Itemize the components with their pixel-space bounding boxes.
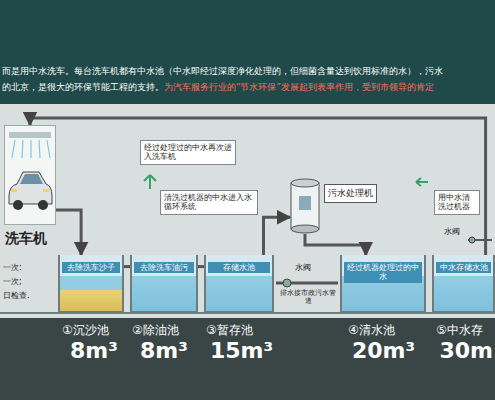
water-pipe: [305, 234, 366, 255]
water-tank: 去除洗车油污: [130, 255, 198, 313]
tank-name: ②除油池: [132, 322, 179, 339]
valve-label: 水阀: [295, 262, 311, 273]
water-pipe: [30, 118, 486, 255]
bottom-band: [0, 318, 495, 400]
tank-caption: 去除洗车油污: [134, 262, 194, 273]
tank-name: ⑤中水存: [436, 322, 483, 339]
flow-arrow: [416, 178, 428, 186]
maintenance-note: 日检查.: [3, 290, 30, 301]
diagram-panel: [0, 104, 495, 318]
water-tank: 中水存储水池: [432, 255, 495, 313]
car-illustration: [5, 126, 55, 224]
callout-note: 经过处理过的中水再次进入洗车机: [140, 140, 236, 165]
maintenance-note: 一次;: [3, 276, 22, 287]
tank-volume: 8m³: [70, 338, 118, 363]
valve-symbol: [469, 237, 475, 243]
valve-label: 水阀: [444, 226, 460, 237]
water-tank: 去除洗车沙子: [58, 255, 124, 313]
intro-text: 而是用中水洗车。每台洗车机都有中水池（中水即经过深度净化处理的，但细菌含量达到饮…: [2, 66, 443, 78]
flow-arrow: [144, 175, 156, 189]
callout-note: 用中水清洗过机器: [434, 190, 480, 215]
water-tank: 存储水池: [204, 255, 274, 313]
callout-note: 清洗过机器的中水进入水循环系统: [160, 190, 258, 215]
maintenance-note: 一次:: [3, 262, 22, 273]
tank-name: ①沉沙池: [62, 322, 109, 339]
intro-text: 的北京，是很大的环保节能工程的支持。: [2, 82, 164, 94]
intro-text-highlight: 为汽车服务行业的“节水环保”发展起到表率作用，受到市领导的肯定: [164, 82, 434, 94]
machine-label: 污水处理机: [324, 184, 377, 203]
sewage-treatment-machine: 污水处理机: [290, 178, 320, 234]
tank-name: ③暂存池: [206, 322, 253, 339]
water-pipe: [264, 217, 291, 255]
drain-note: 排水接市政污水管道: [280, 289, 336, 306]
machine-cylinder: [290, 178, 320, 234]
tank-caption: 中水存储水池: [436, 262, 491, 273]
tank-volume: 20m³: [352, 338, 415, 363]
machine-label: 洗车机: [5, 230, 47, 248]
tank-volume: 8m³: [140, 338, 188, 363]
valve-symbol: [283, 279, 291, 287]
water-pipe: [56, 210, 81, 255]
tank-name: ④清水池: [348, 322, 395, 339]
tank-caption: 去除洗车沙子: [62, 262, 120, 273]
tank-volume: 30m: [439, 338, 493, 363]
tank-caption: 存储水池: [208, 262, 270, 273]
car-wash-machine: 洗车机: [4, 125, 56, 225]
water-tank: 经过机器处理过的中水: [340, 255, 426, 313]
tank-volume: 15m³: [210, 338, 273, 363]
tank-caption: 经过机器处理过的中水: [344, 262, 422, 283]
